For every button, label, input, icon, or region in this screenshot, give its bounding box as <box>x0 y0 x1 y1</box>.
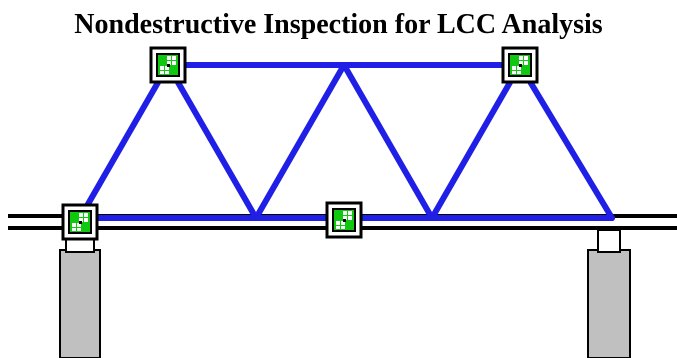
inspection-device-icon <box>149 46 187 84</box>
inspection-device-icon <box>61 203 99 241</box>
diagonal-4 <box>341 62 435 221</box>
diagonal-2 <box>165 62 259 221</box>
diagonal-1 <box>77 62 171 221</box>
diagonal-3 <box>253 62 347 221</box>
diagonal-5 <box>429 62 523 221</box>
diagram-title: Nondestructive Inspection for LCC Analys… <box>74 9 603 40</box>
inspection-device-icon <box>325 201 363 239</box>
inspection-device-icon <box>501 46 539 84</box>
left-pier <box>59 235 101 358</box>
truss <box>77 62 615 221</box>
diagonal-6 <box>517 62 615 221</box>
right-pier <box>587 229 631 358</box>
